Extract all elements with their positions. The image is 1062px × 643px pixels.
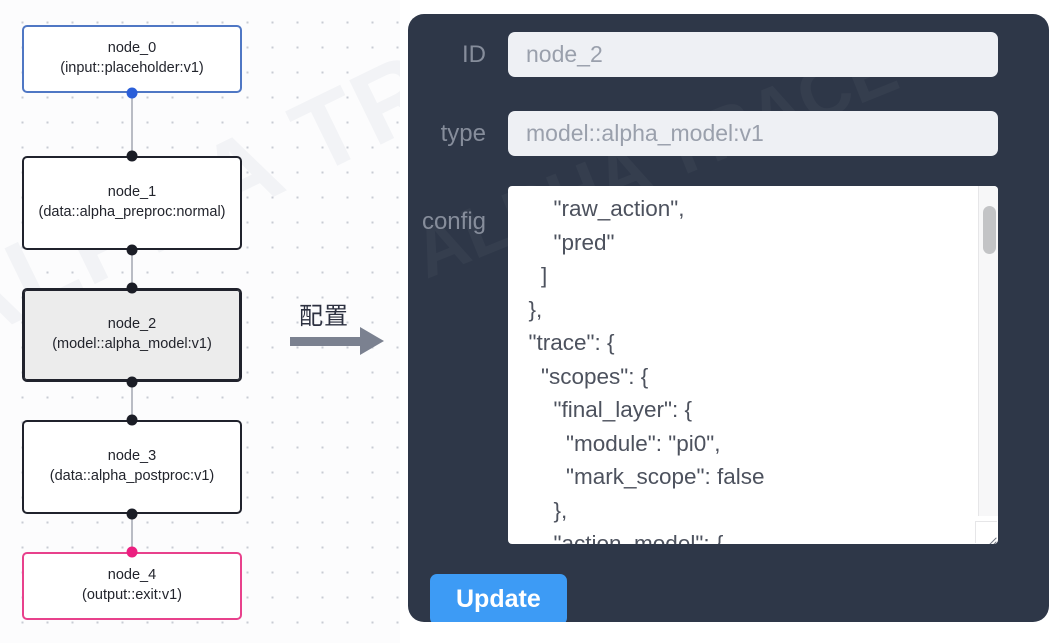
config-field-row: config xyxy=(408,186,998,544)
graph-node-node_2[interactable]: node_2 (model::alpha_model:v1) xyxy=(22,288,242,382)
type-field-row: type xyxy=(408,111,998,156)
arrow-right-icon xyxy=(290,337,362,346)
node_4-target-handle[interactable] xyxy=(126,546,138,558)
graph-node-node_0[interactable]: node_0 (input::placeholder:v1) xyxy=(22,25,242,93)
edge-node2-node3 xyxy=(131,382,133,420)
graph-node-label: node_1 (data::alpha_preproc:normal) xyxy=(38,184,226,220)
update-button[interactable]: Update xyxy=(430,574,567,622)
graph-node-node_3[interactable]: node_3 (data::alpha_postproc:v1) xyxy=(22,420,242,514)
graph-node-node_1[interactable]: node_1 (data::alpha_preproc:normal) xyxy=(22,156,242,250)
resize-handle-icon[interactable] xyxy=(975,521,997,543)
node_2-source-handle[interactable] xyxy=(126,376,138,388)
config-textarea[interactable] xyxy=(508,186,960,544)
config-textarea-wrapper xyxy=(508,186,998,544)
graph-canvas[interactable]: ALPHA TRACE node_0 (input::placeholder:v… xyxy=(0,0,400,643)
edge-node3-node4 xyxy=(131,514,133,552)
graph-node-label: node_4 (output::exit:v1) xyxy=(82,567,182,603)
id-field-label: ID xyxy=(462,40,486,68)
id-field-row: ID xyxy=(408,32,998,77)
edge-node1-node2 xyxy=(131,250,133,288)
id-input[interactable] xyxy=(508,32,998,77)
flow-arrow-group: 配置 xyxy=(290,296,400,366)
edge-node0-node1 xyxy=(131,93,133,156)
config-scrollbar[interactable] xyxy=(978,186,998,516)
graph-node-label: node_0 (input::placeholder:v1) xyxy=(60,40,204,76)
arrow-head-icon xyxy=(360,327,384,355)
config-scrollbar-thumb[interactable] xyxy=(983,206,996,254)
type-input[interactable] xyxy=(508,111,998,156)
node_1-source-handle[interactable] xyxy=(126,244,138,256)
graph-node-label: node_2 (model::alpha_model:v1) xyxy=(52,316,212,352)
graph-node-label: node_3 (data::alpha_postproc:v1) xyxy=(49,448,215,484)
node_3-target-handle[interactable] xyxy=(126,414,138,426)
node_1-target-handle[interactable] xyxy=(126,150,138,162)
node_3-source-handle[interactable] xyxy=(126,508,138,520)
config-field-label: config xyxy=(421,208,486,235)
type-field-label: type xyxy=(440,119,486,147)
node_0-source-handle[interactable] xyxy=(126,87,138,99)
graph-node-node_4[interactable]: node_4 (output::exit:v1) xyxy=(22,552,242,620)
node-config-panel: ALPHA TRACE ID type config Update xyxy=(408,14,1049,622)
flow-arrow-label: 配置 xyxy=(299,302,349,330)
node_2-target-handle[interactable] xyxy=(126,282,138,294)
